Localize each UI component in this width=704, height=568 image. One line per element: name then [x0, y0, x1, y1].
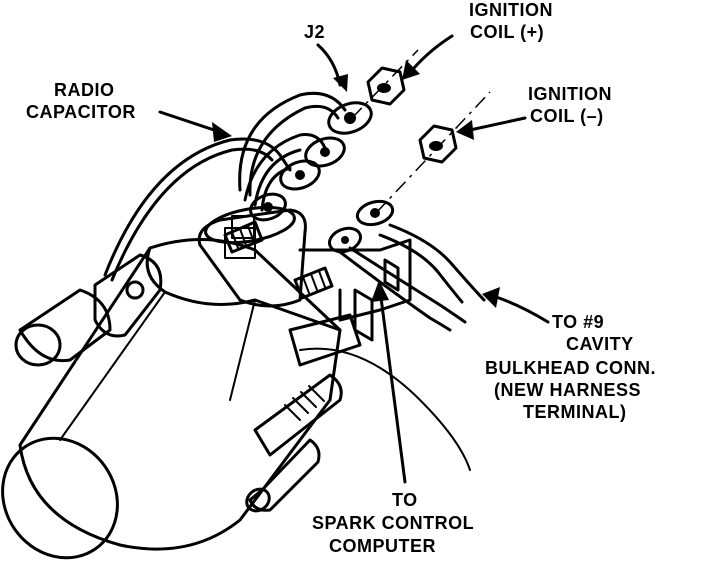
ring-terminals: [249, 101, 395, 254]
label-to9-line4: (NEW HARNESS: [494, 380, 641, 400]
nut-coil-positive: [366, 66, 406, 106]
label-ignition-coil-negative-line2: COIL (–): [530, 106, 604, 126]
label-ignition-coil-positive-line2: COIL (+): [470, 22, 544, 42]
label-ignition-coil-negative-line1: IGNITION: [528, 84, 612, 104]
threaded-studs: [223, 220, 334, 300]
label-to9-line5: TERMINAL): [523, 402, 626, 422]
coil-secondary-boot: [245, 313, 471, 513]
ignition-coil-body: [1, 237, 342, 560]
labels: J2 IGNITION COIL (+) IGNITION COIL (–) R…: [26, 0, 656, 556]
label-ignition-coil-positive-line1: IGNITION: [469, 0, 553, 20]
mounting-bracket: [298, 238, 412, 342]
label-radio-capacitor-line2: CAPACITOR: [26, 102, 136, 122]
label-spark-line1: TO: [392, 490, 418, 510]
radio-capacitor: [14, 253, 163, 367]
label-radio-capacitor-line1: RADIO: [54, 80, 115, 100]
label-j2: J2: [304, 22, 325, 42]
leader-arrows: [158, 34, 550, 484]
label-spark-line2: SPARK CONTROL: [312, 513, 474, 533]
nut-coil-negative: [418, 124, 458, 164]
label-to9-line1: TO #9: [552, 312, 604, 332]
label-to9-line3: BULKHEAD CONN.: [485, 358, 656, 378]
label-to9-line2: CAVITY: [566, 334, 634, 354]
label-spark-line3: COMPUTER: [329, 536, 436, 556]
